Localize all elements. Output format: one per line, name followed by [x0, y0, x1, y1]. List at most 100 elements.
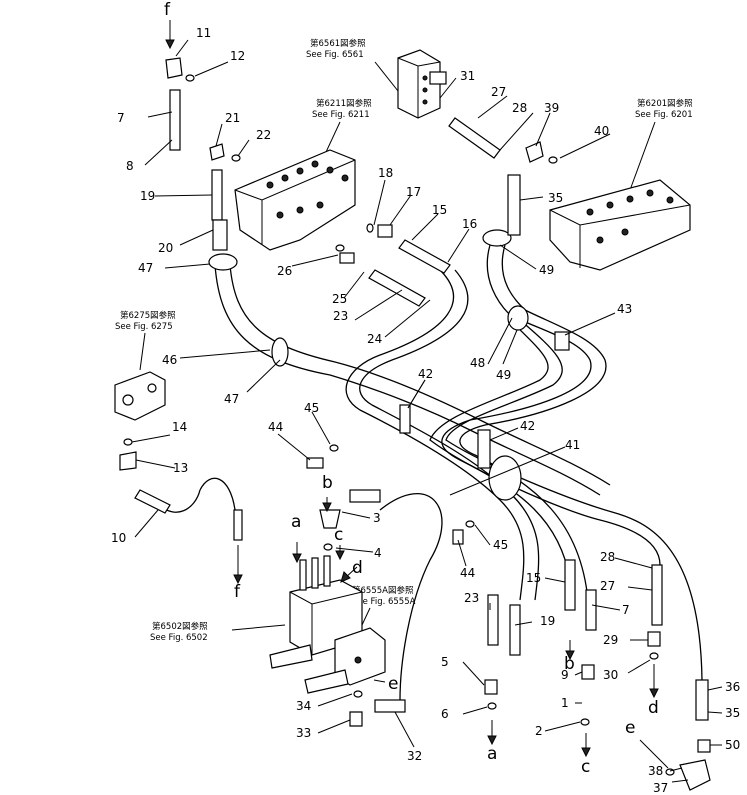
letter-f-bottom: f	[234, 582, 241, 602]
ref-fig-6201: 第6201図参照 See Fig. 6201	[629, 98, 693, 191]
part-50: 50	[725, 738, 740, 752]
junction-block-6561	[397, 49, 441, 119]
part-28-a: 28	[512, 101, 527, 115]
ref-fig-6502: 第6502図参照 See Fig. 6502	[150, 621, 286, 643]
part-14: 14	[172, 420, 187, 434]
ref-6201-jp: 第6201図参照	[637, 98, 693, 109]
letter-b-upper: b	[322, 473, 333, 493]
flow-arrows	[165, 20, 669, 769]
letter-a-lower: a	[487, 744, 497, 764]
ref-6275-jp: 第6275図参照	[120, 310, 176, 321]
hose-bundle	[159, 244, 703, 701]
part-40: 40	[594, 124, 609, 138]
part-33: 33	[296, 726, 311, 740]
ref-6211-jp: 第6211図参照	[316, 98, 372, 109]
part-18: 18	[378, 166, 393, 180]
part-8: 8	[126, 159, 134, 173]
part-42-a: 42	[418, 367, 433, 381]
part-leaders	[131, 39, 723, 783]
part-49-b: 49	[496, 368, 511, 382]
part-21: 21	[225, 111, 240, 125]
control-valve-6211	[234, 149, 356, 251]
control-valve-6201	[549, 179, 691, 271]
part-23-a: 23	[333, 309, 348, 323]
part-1: 1	[561, 696, 569, 710]
part-19-b: 19	[540, 614, 555, 628]
part-22: 22	[256, 128, 271, 142]
ref-6201-en: See Fig. 6201	[635, 110, 693, 120]
part-25: 25	[332, 292, 347, 306]
leader-6502	[231, 624, 286, 631]
part-9: 9	[561, 668, 569, 682]
part-46: 46	[162, 353, 177, 367]
part-7-a: 7	[117, 111, 125, 125]
fittings	[119, 57, 711, 791]
part-35-b: 35	[725, 706, 740, 720]
part-12: 12	[230, 49, 245, 63]
part-45-a: 45	[304, 401, 319, 415]
part-7-b: 7	[622, 603, 630, 617]
part-32: 32	[407, 749, 422, 763]
ref-fig-6275: 第6275図参照 See Fig. 6275	[115, 310, 176, 371]
part-6: 6	[441, 707, 449, 721]
letter-c-lower: c	[581, 757, 590, 777]
letter-d-upper: d	[352, 558, 363, 578]
leader-6201	[629, 121, 656, 191]
letter-e-upper: e	[388, 674, 398, 694]
part-37: 37	[653, 781, 668, 795]
ref-6211-en: See Fig. 6211	[312, 110, 370, 120]
part-44-b: 44	[460, 566, 475, 580]
leader-6555a	[361, 607, 371, 626]
part-5: 5	[441, 655, 449, 669]
part-48: 48	[470, 356, 485, 370]
part-35-a: 35	[548, 191, 563, 205]
part-17: 17	[406, 185, 421, 199]
letter-e-lower: e	[625, 718, 635, 738]
ref-6561-jp: 第6561図参照	[310, 38, 366, 49]
valve-6555a	[304, 627, 386, 694]
letter-b-lower: b	[564, 654, 575, 674]
part-39: 39	[544, 101, 559, 115]
ref-6275-en: See Fig. 6275	[115, 322, 173, 332]
part-26: 26	[277, 264, 292, 278]
part-29: 29	[603, 633, 618, 647]
part-47-a: 47	[138, 261, 153, 275]
ref-6502-jp: 第6502図参照	[152, 621, 208, 632]
part-20: 20	[158, 241, 173, 255]
valve-6275	[114, 371, 166, 421]
clamps	[208, 229, 570, 501]
part-4: 4	[374, 546, 382, 560]
ref-6502-en: See Fig. 6502	[150, 633, 208, 643]
leader-6275	[139, 332, 146, 371]
part-number-labels: 11 12 7 8 19 20 47 21 22 18 17 15 16 26 …	[111, 26, 740, 795]
ref-fig-6561: 第6561図参照 See Fig. 6561	[306, 38, 403, 97]
part-2: 2	[535, 724, 543, 738]
part-11: 11	[196, 26, 211, 40]
part-31: 31	[460, 69, 475, 83]
part-42-b: 42	[520, 419, 535, 433]
letter-f-top: f	[164, 0, 171, 20]
part-45-b: 45	[493, 538, 508, 552]
letter-a-upper: a	[291, 512, 301, 532]
part-41: 41	[565, 438, 580, 452]
letter-c-upper: c	[334, 525, 343, 545]
ref-fig-6555a: 第6555A図参照 See Fig. 6555A	[352, 585, 416, 626]
part-44-a: 44	[268, 420, 283, 434]
letter-d-lower: d	[648, 698, 659, 718]
connection-letter-labels: f f a a b b c c d d e e	[164, 0, 659, 777]
part-49-a: 49	[539, 263, 554, 277]
part-27-b: 27	[600, 579, 615, 593]
ref-6555a-en: See Fig. 6555A	[352, 597, 416, 607]
part-3: 3	[373, 511, 381, 525]
part-15-a: 15	[432, 203, 447, 217]
part-43: 43	[617, 302, 632, 316]
part-36: 36	[725, 680, 740, 694]
part-47-b: 47	[224, 392, 239, 406]
part-24: 24	[367, 332, 382, 346]
part-27-a: 27	[491, 85, 506, 99]
part-19-a: 19	[140, 189, 155, 203]
part-28-b: 28	[600, 550, 615, 564]
part-16: 16	[462, 217, 477, 231]
